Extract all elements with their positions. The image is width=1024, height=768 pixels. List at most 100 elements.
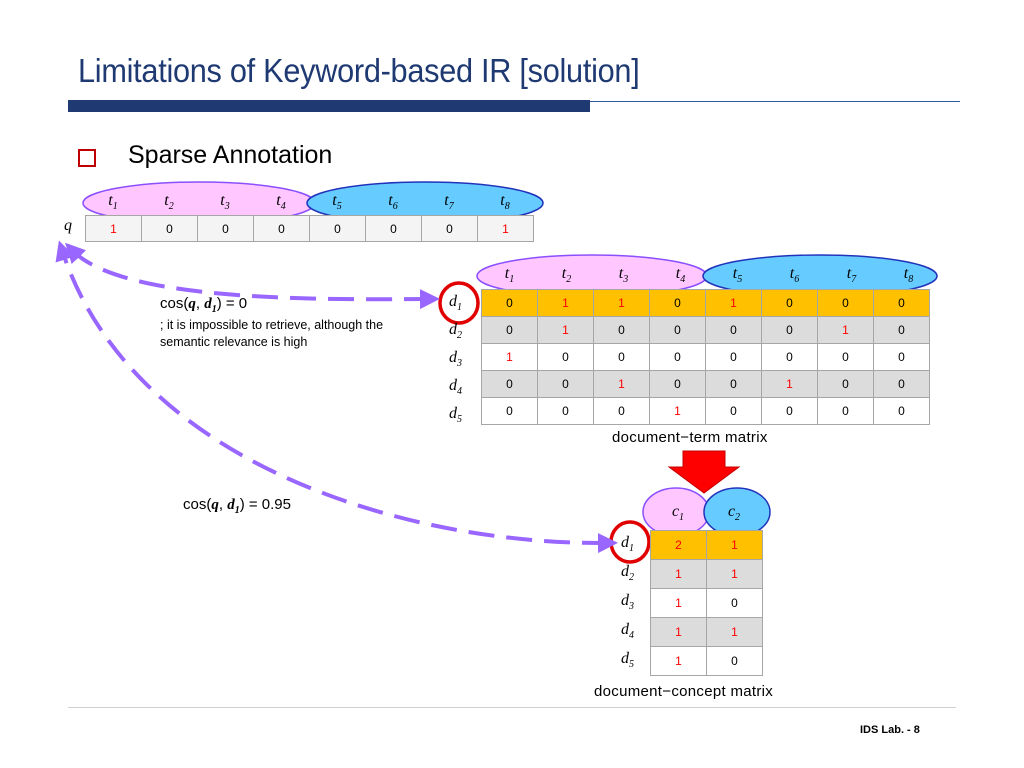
title-underline-thick [68,100,590,112]
table-cell: 1 [593,370,650,398]
term-label: t6 [789,265,800,286]
table-row: 2 1 [650,530,763,560]
table-cell: 0 [365,215,422,242]
concept-label: c1 [671,503,685,524]
document-term-caption: document−term matrix [612,429,768,446]
table-cell: 0 [761,289,818,317]
term-label: t4 [276,192,286,213]
title-underline-thin [590,101,960,102]
table-cell: 0 [817,289,874,317]
table-cell: 1 [477,215,534,242]
table-cell: 1 [593,289,650,317]
table-cell: 0 [761,397,818,425]
dt-doc-labels: d1 d2 d3 d4 d5 [449,289,473,429]
table-cell: 0 [593,397,650,425]
table-cell: 1 [481,343,538,371]
dc-doc-labels: d1 d2 d3 d4 d5 [621,530,645,675]
term-label: t4 [675,265,686,286]
doc-label: d2 [621,563,634,584]
doc-label: d1 [449,293,462,314]
table-cell: 0 [141,215,198,242]
table-row: 1 1 [650,559,763,589]
query-vector-table: 1 0 0 0 0 0 0 1 [85,215,534,242]
dashed-arrow-to-dc [55,240,618,554]
doc-label: d1 [621,534,634,555]
table-row: 1 0 0 0 0 0 0 0 [481,343,930,371]
cosine-high-formula: cos(q, d1) = 0.95 [183,496,291,516]
table-cell: 0 [537,370,594,398]
table-cell: 1 [706,530,763,560]
doc-label: d2 [449,321,462,342]
table-cell: 0 [593,343,650,371]
cosine-zero-formula: cos(q, d1) = 0 [160,295,248,315]
table-cell: 0 [705,343,762,371]
table-cell: 0 [705,397,762,425]
table-cell: 0 [481,370,538,398]
table-row: 1 0 [650,588,763,618]
table-row: 1 0 [650,646,763,676]
table-cell: 0 [873,289,930,317]
table-cell: 0 [873,370,930,398]
term-label: t8 [500,192,510,213]
term-label: t7 [444,192,454,213]
table-cell: 0 [481,289,538,317]
term-label: t5 [732,265,743,286]
doc-label: d4 [449,377,462,398]
table-row: 0 1 1 0 1 0 0 0 [481,289,930,317]
term-label: t3 [618,265,629,286]
table-row: 0 0 0 1 0 0 0 0 [481,397,930,425]
table-row: 1 0 0 0 0 0 0 1 [85,215,534,242]
table-cell: 0 [593,316,650,344]
table-cell: 1 [537,289,594,317]
table-cell: 0 [817,370,874,398]
table-cell: 0 [706,588,763,618]
doc-label: d5 [449,405,462,426]
table-cell: 1 [650,646,707,676]
query-term-labels: t1 t2 t3 t4 t5 t6 t7 t8 [85,192,533,214]
note-line: semantic relevance is high [160,335,308,349]
table-cell: 1 [706,617,763,647]
concept-label: c2 [727,503,741,524]
table-cell: 0 [197,215,254,242]
term-label: t1 [504,265,515,286]
doc-label: d4 [621,621,634,642]
table-cell: 1 [706,559,763,589]
table-cell: 0 [761,316,818,344]
table-cell: 0 [873,343,930,371]
footer-divider [68,707,956,708]
table-cell: 0 [537,397,594,425]
page-title: Limitations of Keyword-based IR [solutio… [78,52,640,89]
table-cell: 0 [705,370,762,398]
table-cell: 0 [817,397,874,425]
query-label: q [64,217,72,234]
square-bullet-icon [78,149,96,167]
table-cell: 0 [253,215,310,242]
dashed-arrow-to-dt [65,242,440,310]
table-cell: 0 [649,289,706,317]
table-cell: 0 [649,316,706,344]
term-label: t2 [561,265,572,286]
term-label: t8 [903,265,914,286]
doc-label: d3 [621,592,634,613]
table-cell: 0 [873,397,930,425]
table-cell: 1 [650,588,707,618]
table-cell: 0 [817,343,874,371]
table-cell: 1 [650,559,707,589]
document-concept-matrix: 2 1 1 1 1 0 1 1 1 0 [650,530,763,676]
document-term-matrix: 0 1 1 0 1 0 0 0 0 1 0 0 0 0 1 0 1 0 0 0 … [481,289,930,425]
table-cell: 0 [873,316,930,344]
doc-label: d5 [621,650,634,671]
table-cell: 1 [649,397,706,425]
table-cell: 1 [85,215,142,242]
table-cell: 0 [537,343,594,371]
concept-labels: c1 c2 [650,503,762,523]
table-cell: 0 [649,343,706,371]
table-cell: 0 [706,646,763,676]
table-cell: 0 [649,370,706,398]
note-line: ; it is impossible to retrieve, although… [160,318,384,332]
term-label: t2 [164,192,174,213]
section-heading: Sparse Annotation [128,141,333,169]
doc-label: d3 [449,349,462,370]
table-cell: 1 [537,316,594,344]
table-cell: 1 [817,316,874,344]
